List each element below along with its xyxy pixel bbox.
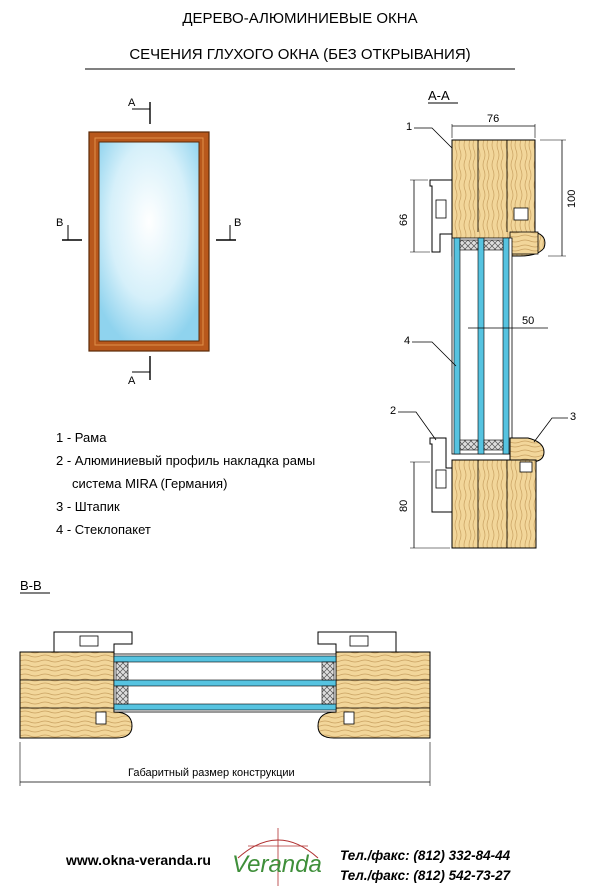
section-bb-label: В-В [20,578,42,593]
dim-76: 76 [487,113,499,125]
frame-inner-edge [94,137,204,346]
logo-text: Veranda [232,851,322,878]
page-title: ДЕРЕВО-АЛЮМИНИЕВЫЕ ОКНА [182,10,418,27]
legend-item-4: 4 - Стеклопакет [56,522,151,537]
window-glass [98,141,200,342]
section-b-right-label: В [234,217,241,229]
legend-item-2: 2 - Алюминиевый профиль накладка рамы [56,453,316,468]
bottom-frame-wood [451,459,537,549]
bb-overall-dim-label: Габаритный размер конструкции [128,767,295,779]
legend-item-2-cont: система MIRA (Германия) [72,476,228,491]
callout-4: 4 [404,335,410,347]
section-a-bottom-label: А [128,375,136,387]
phone-2: Тел./факс: (812) 542-73-27 [340,868,511,883]
window-elevation: А А В В [56,97,241,387]
glass-pane-2 [477,237,485,455]
section-aa: А-А 76 1 [390,88,578,549]
dim-80: 80 [398,500,410,512]
callout-2: 2 [390,405,396,417]
website-link[interactable]: www.okna-veranda.ru [66,852,211,868]
legend-item-3: 3 - Штапик [56,499,120,514]
dim-50: 50 [522,315,534,327]
section-a-top-label: А [128,97,136,109]
veranda-logo: Veranda [232,828,322,886]
section-bb: В-В Габаритный размер конструкции [19,578,431,786]
page-subtitle: СЕЧЕНИЯ ГЛУХОГО ОКНА (БЕЗ ОТКРЫВАНИЯ) [129,46,471,63]
callout-3: 3 [570,411,576,423]
glass-pane-1 [453,237,461,455]
legend: 1 - Рама 2 - Алюминиевый профиль накладк… [56,426,315,541]
dim-66: 66 [398,214,410,226]
legend-item-1: 1 - Рама [56,430,107,445]
glass-pane-3 [502,237,510,455]
dim-100: 100 [566,190,578,208]
bottom-bead [509,437,545,463]
callout-1: 1 [406,121,412,133]
section-b-left-label: В [56,217,63,229]
top-bead [509,231,539,255]
section-aa-label: А-А [428,88,450,103]
phone-1: Тел./факс: (812) 332-84-44 [340,848,511,863]
